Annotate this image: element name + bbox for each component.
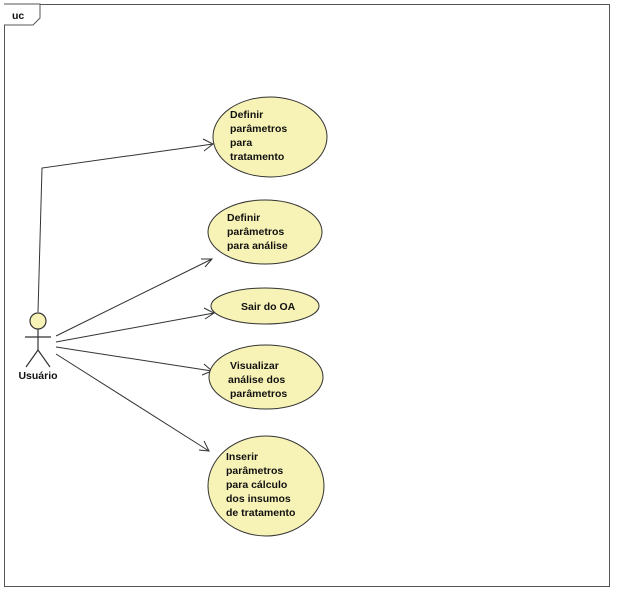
use-case-label: Sair do OA bbox=[241, 301, 296, 313]
use-case-line: Definir bbox=[227, 212, 260, 224]
frame-tag-label: uc bbox=[12, 10, 24, 22]
arrowhead-uc2 bbox=[201, 258, 214, 268]
use-case-line: dos insumos bbox=[226, 493, 291, 505]
use-case-uc3: Sair do OA bbox=[210, 287, 320, 325]
use-case-ellipse bbox=[208, 344, 324, 410]
use-case-label: Inserir parâmetros para cálculo dos insu… bbox=[226, 451, 295, 519]
actor-head bbox=[29, 312, 47, 330]
actor-left-leg bbox=[25, 349, 39, 368]
use-case-line: parâmetros bbox=[230, 123, 287, 135]
use-case-ellipse bbox=[212, 96, 328, 178]
use-case-line: parâmetros bbox=[226, 465, 283, 477]
use-case-ellipse bbox=[207, 435, 325, 537]
use-case-ellipse bbox=[207, 199, 323, 265]
use-case-line: parâmetros bbox=[230, 388, 287, 400]
arrowhead-uc5 bbox=[198, 440, 210, 452]
association-uc5 bbox=[55, 353, 210, 452]
use-case-uc4: Visualizar análise dos parâmetros bbox=[208, 344, 324, 410]
use-case-line: parâmetros bbox=[227, 226, 284, 238]
arrowhead-uc1 bbox=[202, 138, 214, 152]
actor bbox=[25, 312, 51, 368]
use-case-line: Inserir bbox=[226, 451, 258, 463]
use-case-line: tratamento bbox=[230, 151, 284, 163]
actor-label: Usuário bbox=[18, 370, 57, 382]
association-uc2 bbox=[55, 258, 213, 337]
use-case-uc1: Definir parâmetros para tratamento bbox=[212, 96, 328, 178]
associations bbox=[37, 138, 215, 452]
use-case-line: Definir bbox=[230, 109, 263, 121]
use-case-line: Visualizar bbox=[230, 360, 279, 372]
use-case-label: Visualizar análise dos parâmetros bbox=[228, 360, 288, 400]
use-case-line: análise dos bbox=[228, 374, 285, 386]
association-uc4 bbox=[55, 346, 213, 372]
use-case-line: de tratamento bbox=[226, 507, 295, 519]
actor-right-leg bbox=[37, 349, 51, 368]
association-uc3 bbox=[55, 312, 215, 343]
use-case-line: para análise bbox=[227, 240, 288, 252]
use-case-label: Definir parâmetros para tratamento bbox=[230, 109, 290, 163]
association-uc1 bbox=[37, 143, 214, 313]
frame-tag: uc bbox=[4, 3, 41, 26]
use-case-line: para cálculo bbox=[226, 479, 287, 491]
use-case-uc5: Inserir parâmetros para cálculo dos insu… bbox=[207, 435, 325, 537]
arrowhead-uc3 bbox=[203, 307, 215, 320]
use-case-ellipse bbox=[210, 287, 320, 325]
use-case-uc2: Definir parâmetros para análise bbox=[207, 199, 323, 265]
use-case-line: Sair do OA bbox=[241, 301, 296, 313]
use-case-label: Definir parâmetros para análise bbox=[227, 212, 288, 252]
use-case-line: para bbox=[230, 137, 252, 149]
